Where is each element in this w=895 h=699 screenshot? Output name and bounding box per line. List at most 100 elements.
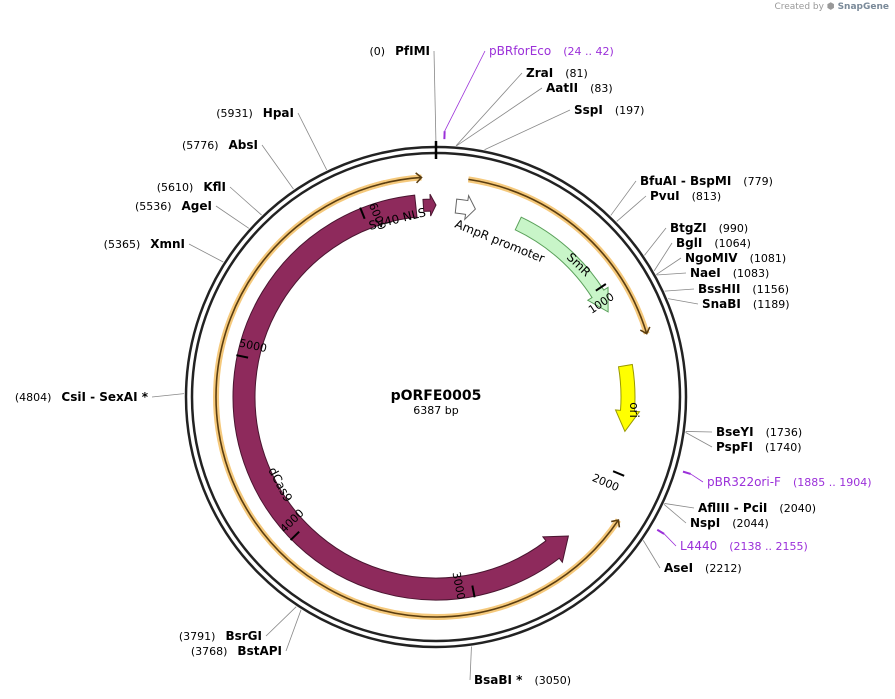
site-pvui: PvuI (813) bbox=[650, 189, 721, 203]
site-name: ZraI bbox=[526, 66, 553, 80]
leader-line bbox=[229, 186, 262, 216]
leader-line bbox=[610, 180, 637, 216]
leader-line bbox=[285, 609, 302, 652]
primer-range: (24 .. 42) bbox=[563, 45, 614, 58]
site-name: NaeI bbox=[690, 266, 721, 280]
site-zrai: ZraI(81) bbox=[526, 66, 588, 80]
site-afliii-pcii: AflIII - PciI(2040) bbox=[698, 501, 816, 515]
site-btgzi: BtgZI(990) bbox=[670, 221, 748, 235]
leader-line bbox=[261, 144, 294, 190]
leader-line bbox=[663, 504, 687, 524]
orf-arc bbox=[468, 178, 648, 334]
leader-line bbox=[484, 109, 571, 151]
feature-arrow-dcas9 bbox=[232, 194, 570, 601]
site-position: (3791) bbox=[179, 630, 216, 643]
orf-arcs bbox=[213, 172, 651, 620]
primer-leader-line bbox=[663, 533, 677, 547]
leader-line bbox=[455, 72, 523, 147]
site-position: (5776) bbox=[182, 139, 219, 152]
site-position: (1156) bbox=[752, 283, 789, 296]
site-name: AgeI bbox=[182, 199, 212, 213]
site-position: (83) bbox=[590, 82, 613, 95]
site-bstapi: BstAPI(3768) bbox=[191, 644, 282, 658]
leader-lines bbox=[151, 50, 713, 681]
credit-prefix: Created by bbox=[774, 2, 824, 12]
primer-name: pBRforEco bbox=[489, 44, 551, 58]
site-bsshii: BssHII (1156) bbox=[698, 282, 789, 296]
tick-mark bbox=[289, 530, 300, 541]
primer-leader-line bbox=[690, 473, 704, 483]
site-name: NspI bbox=[690, 516, 720, 530]
backbone bbox=[184, 141, 688, 649]
orf-arrowhead bbox=[611, 519, 621, 528]
site-naei: NaeI (1083) bbox=[690, 266, 769, 280]
primer-leader-line bbox=[444, 50, 486, 132]
site-hpai: HpaI(5931) bbox=[216, 106, 294, 120]
site-name: AbsI bbox=[229, 138, 258, 152]
leader-line bbox=[664, 288, 695, 292]
site-position: (2044) bbox=[732, 517, 769, 530]
site-absi: AbsI (5776) bbox=[182, 138, 258, 152]
site-sspi: SspI (197) bbox=[574, 103, 644, 117]
site-position: (813) bbox=[692, 190, 722, 203]
site-pspfi: PspFI (1740) bbox=[716, 440, 802, 454]
site-bfuai-bspmi: BfuAI - BspMI(779) bbox=[640, 174, 773, 188]
leader-line bbox=[151, 393, 185, 398]
site-position: (3768) bbox=[191, 645, 228, 658]
site-name: BtgZI bbox=[670, 221, 707, 235]
orf-arc bbox=[215, 182, 620, 618]
site-name: HpaI bbox=[263, 106, 294, 120]
site-name: AatII bbox=[546, 81, 578, 95]
site-csii-sexai: CsiI - SexAI * (4804) bbox=[15, 390, 149, 404]
primer-name: pBR322ori-F bbox=[707, 475, 781, 489]
leader-line bbox=[433, 50, 437, 146]
site-position: (197) bbox=[615, 104, 645, 117]
leader-line bbox=[653, 242, 673, 272]
leader-line bbox=[469, 646, 472, 681]
site-asei: AseI(2212) bbox=[664, 561, 742, 575]
tick-label: 3000 bbox=[450, 571, 468, 601]
feature-arrow-ori bbox=[614, 363, 641, 433]
site-name: NgoMIV bbox=[685, 251, 738, 265]
site-name: BssHII bbox=[698, 282, 740, 296]
feature-arrow-ampr-promoter bbox=[454, 194, 476, 221]
site-nspi: NspI (2044) bbox=[690, 516, 769, 530]
tick-mark bbox=[359, 207, 366, 220]
site-position: (5365) bbox=[104, 238, 141, 251]
site-position: (1736) bbox=[766, 426, 803, 439]
leader-line bbox=[644, 227, 667, 256]
site-bsrgi: BsrGI(3791) bbox=[179, 629, 262, 643]
leader-line bbox=[297, 112, 328, 171]
leader-line bbox=[215, 205, 250, 229]
site-name: SspI bbox=[574, 103, 603, 117]
leader-line bbox=[456, 87, 543, 147]
site-position: (1081) bbox=[750, 252, 787, 265]
feature-label-ori: ori bbox=[627, 402, 641, 418]
leader-line bbox=[656, 257, 682, 275]
site-ngomiv: NgoMIV (1081) bbox=[685, 251, 786, 265]
site-name: PspFI bbox=[716, 440, 753, 454]
site-position: (4804) bbox=[15, 391, 52, 404]
site-position: (0) bbox=[370, 45, 386, 58]
primer-pbrforeco: pBRforEco (24 .. 42) bbox=[489, 44, 614, 58]
leader-line bbox=[656, 272, 687, 276]
primer-range: (2138 .. 2155) bbox=[729, 540, 808, 553]
site-kfli: KflI(5610) bbox=[157, 180, 226, 194]
site-name: PvuI bbox=[650, 189, 680, 203]
site-name: XmnI bbox=[150, 237, 185, 251]
tick-mark bbox=[612, 470, 625, 477]
tick-label: 5000 bbox=[238, 337, 268, 355]
site-position: (1740) bbox=[765, 441, 802, 454]
site-position: (1064) bbox=[714, 237, 751, 250]
site-position: (1083) bbox=[733, 267, 770, 280]
primer-marker bbox=[656, 528, 665, 535]
leader-line bbox=[685, 431, 713, 433]
site-name: CsiI - SexAI * bbox=[61, 390, 148, 404]
leader-line bbox=[265, 606, 297, 637]
site-bgli: BglI(1064) bbox=[676, 236, 751, 250]
feature-arrow-smr bbox=[514, 216, 609, 313]
tick-mark bbox=[595, 283, 607, 292]
plasmid-name: pORFE0005 bbox=[391, 388, 482, 404]
